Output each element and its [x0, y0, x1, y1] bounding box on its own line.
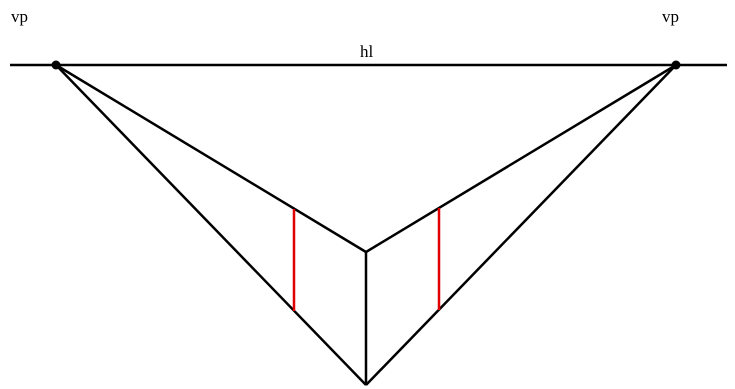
right-top-line [365, 63, 677, 254]
left-top-line [55, 63, 367, 254]
vanishing-point-right-label: vp [662, 7, 679, 26]
right-bottom-line [365, 64, 677, 386]
left-bottom-line [55, 64, 367, 386]
horizon-line-label: hl [360, 42, 374, 61]
vanishing-point-left-label: vp [11, 7, 28, 26]
